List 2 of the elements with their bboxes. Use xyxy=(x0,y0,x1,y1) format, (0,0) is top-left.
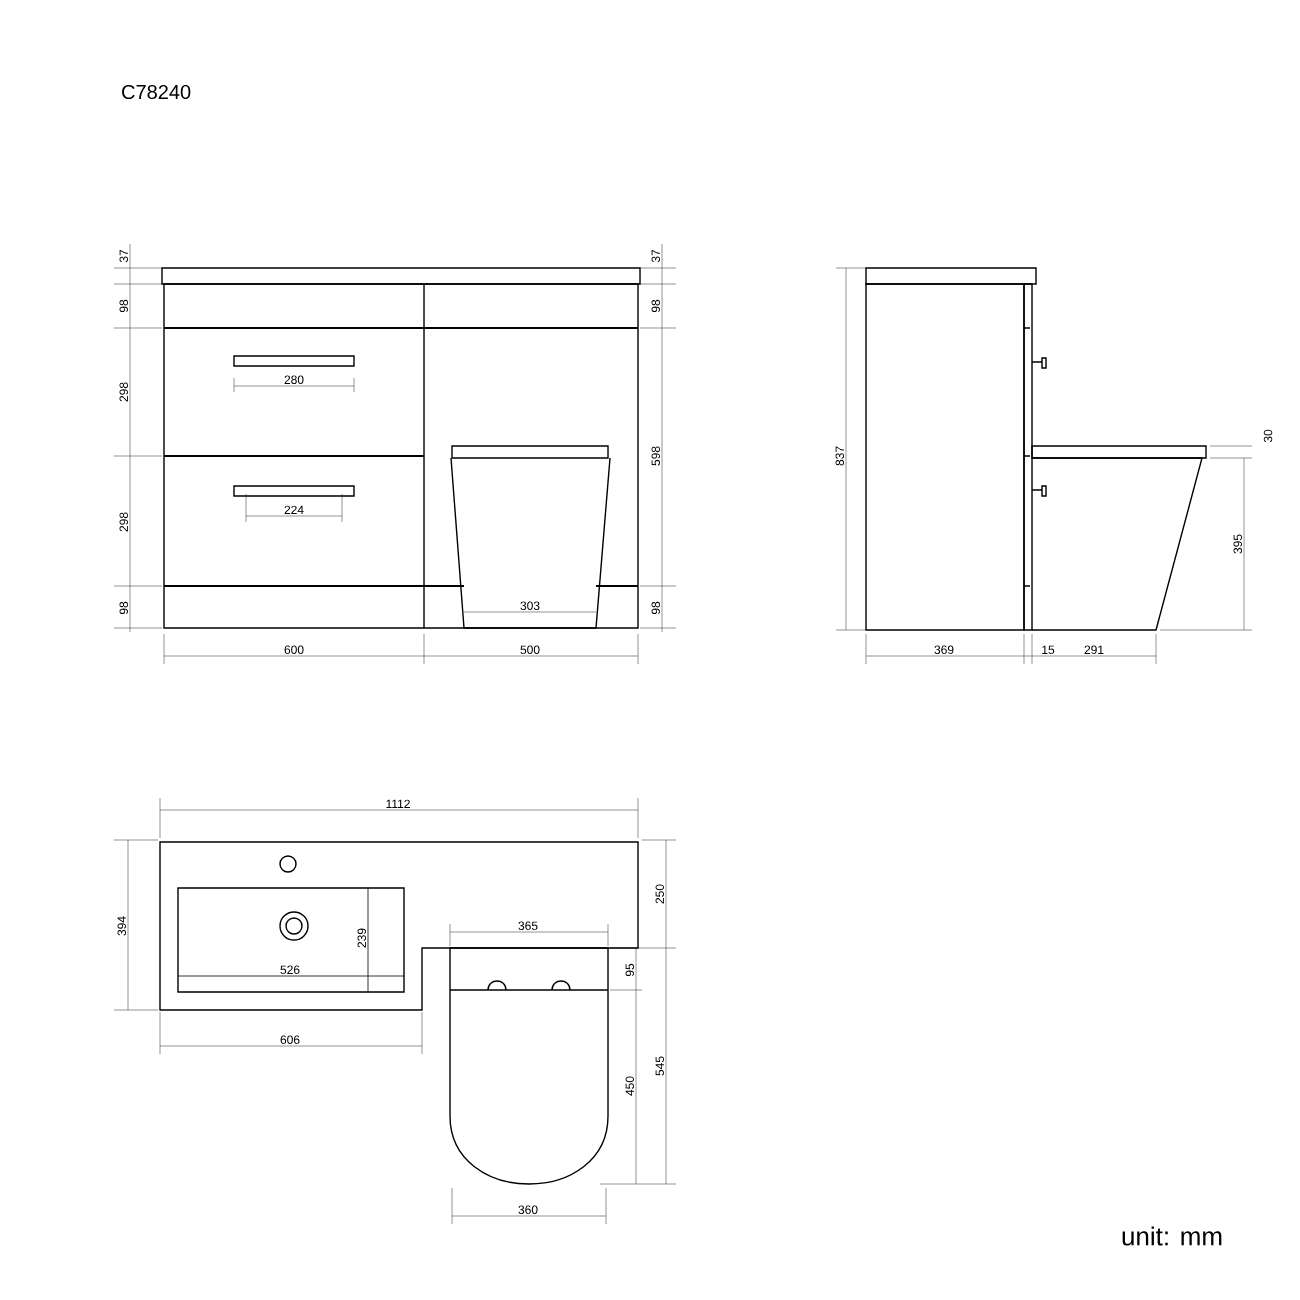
unit-note: unit: mm xyxy=(1122,1226,1222,1246)
drawing-code: C78240 xyxy=(122,84,191,100)
